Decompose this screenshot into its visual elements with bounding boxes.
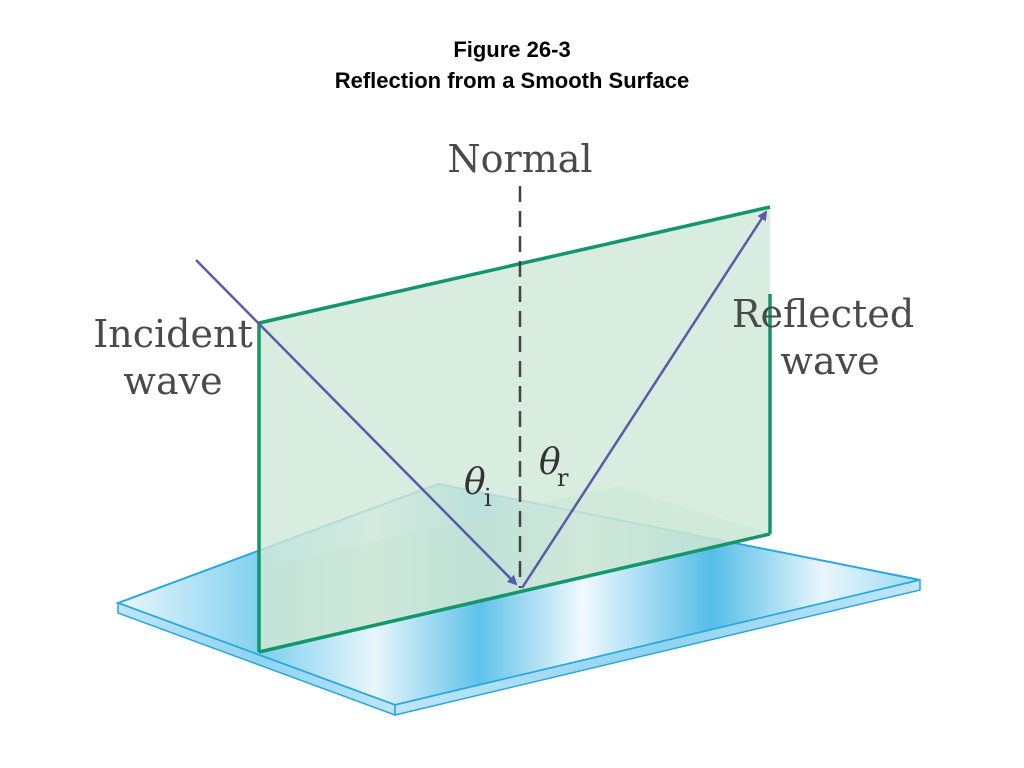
plane-face <box>259 207 770 652</box>
figure-caption: Figure 26-3 Reflection from a Smooth Sur… <box>0 34 1024 96</box>
surface-right-edge <box>394 579 921 716</box>
reflected-ray <box>520 210 768 589</box>
incident-ray <box>195 259 518 586</box>
plane-of-incidence <box>257 205 772 654</box>
theta-incident-symbol: θ <box>464 462 486 503</box>
incident-label-line2: wave <box>123 359 222 403</box>
normal-label: Normal <box>447 137 592 181</box>
theta-reflected-subscript: r <box>557 464 569 492</box>
incident-label-line1: Incident <box>93 312 252 356</box>
reflected-label-line1: Reflected <box>732 292 914 336</box>
reflected-label-line2: wave <box>780 339 879 383</box>
plane-edge-bottom <box>258 532 771 654</box>
figure-title: Reflection from a Smooth Surface <box>334 68 690 93</box>
theta-incident-subscript: i <box>484 484 492 512</box>
theta-reflected-symbol: θ <box>539 442 561 483</box>
figure-number: Figure 26-3 <box>453 37 571 62</box>
